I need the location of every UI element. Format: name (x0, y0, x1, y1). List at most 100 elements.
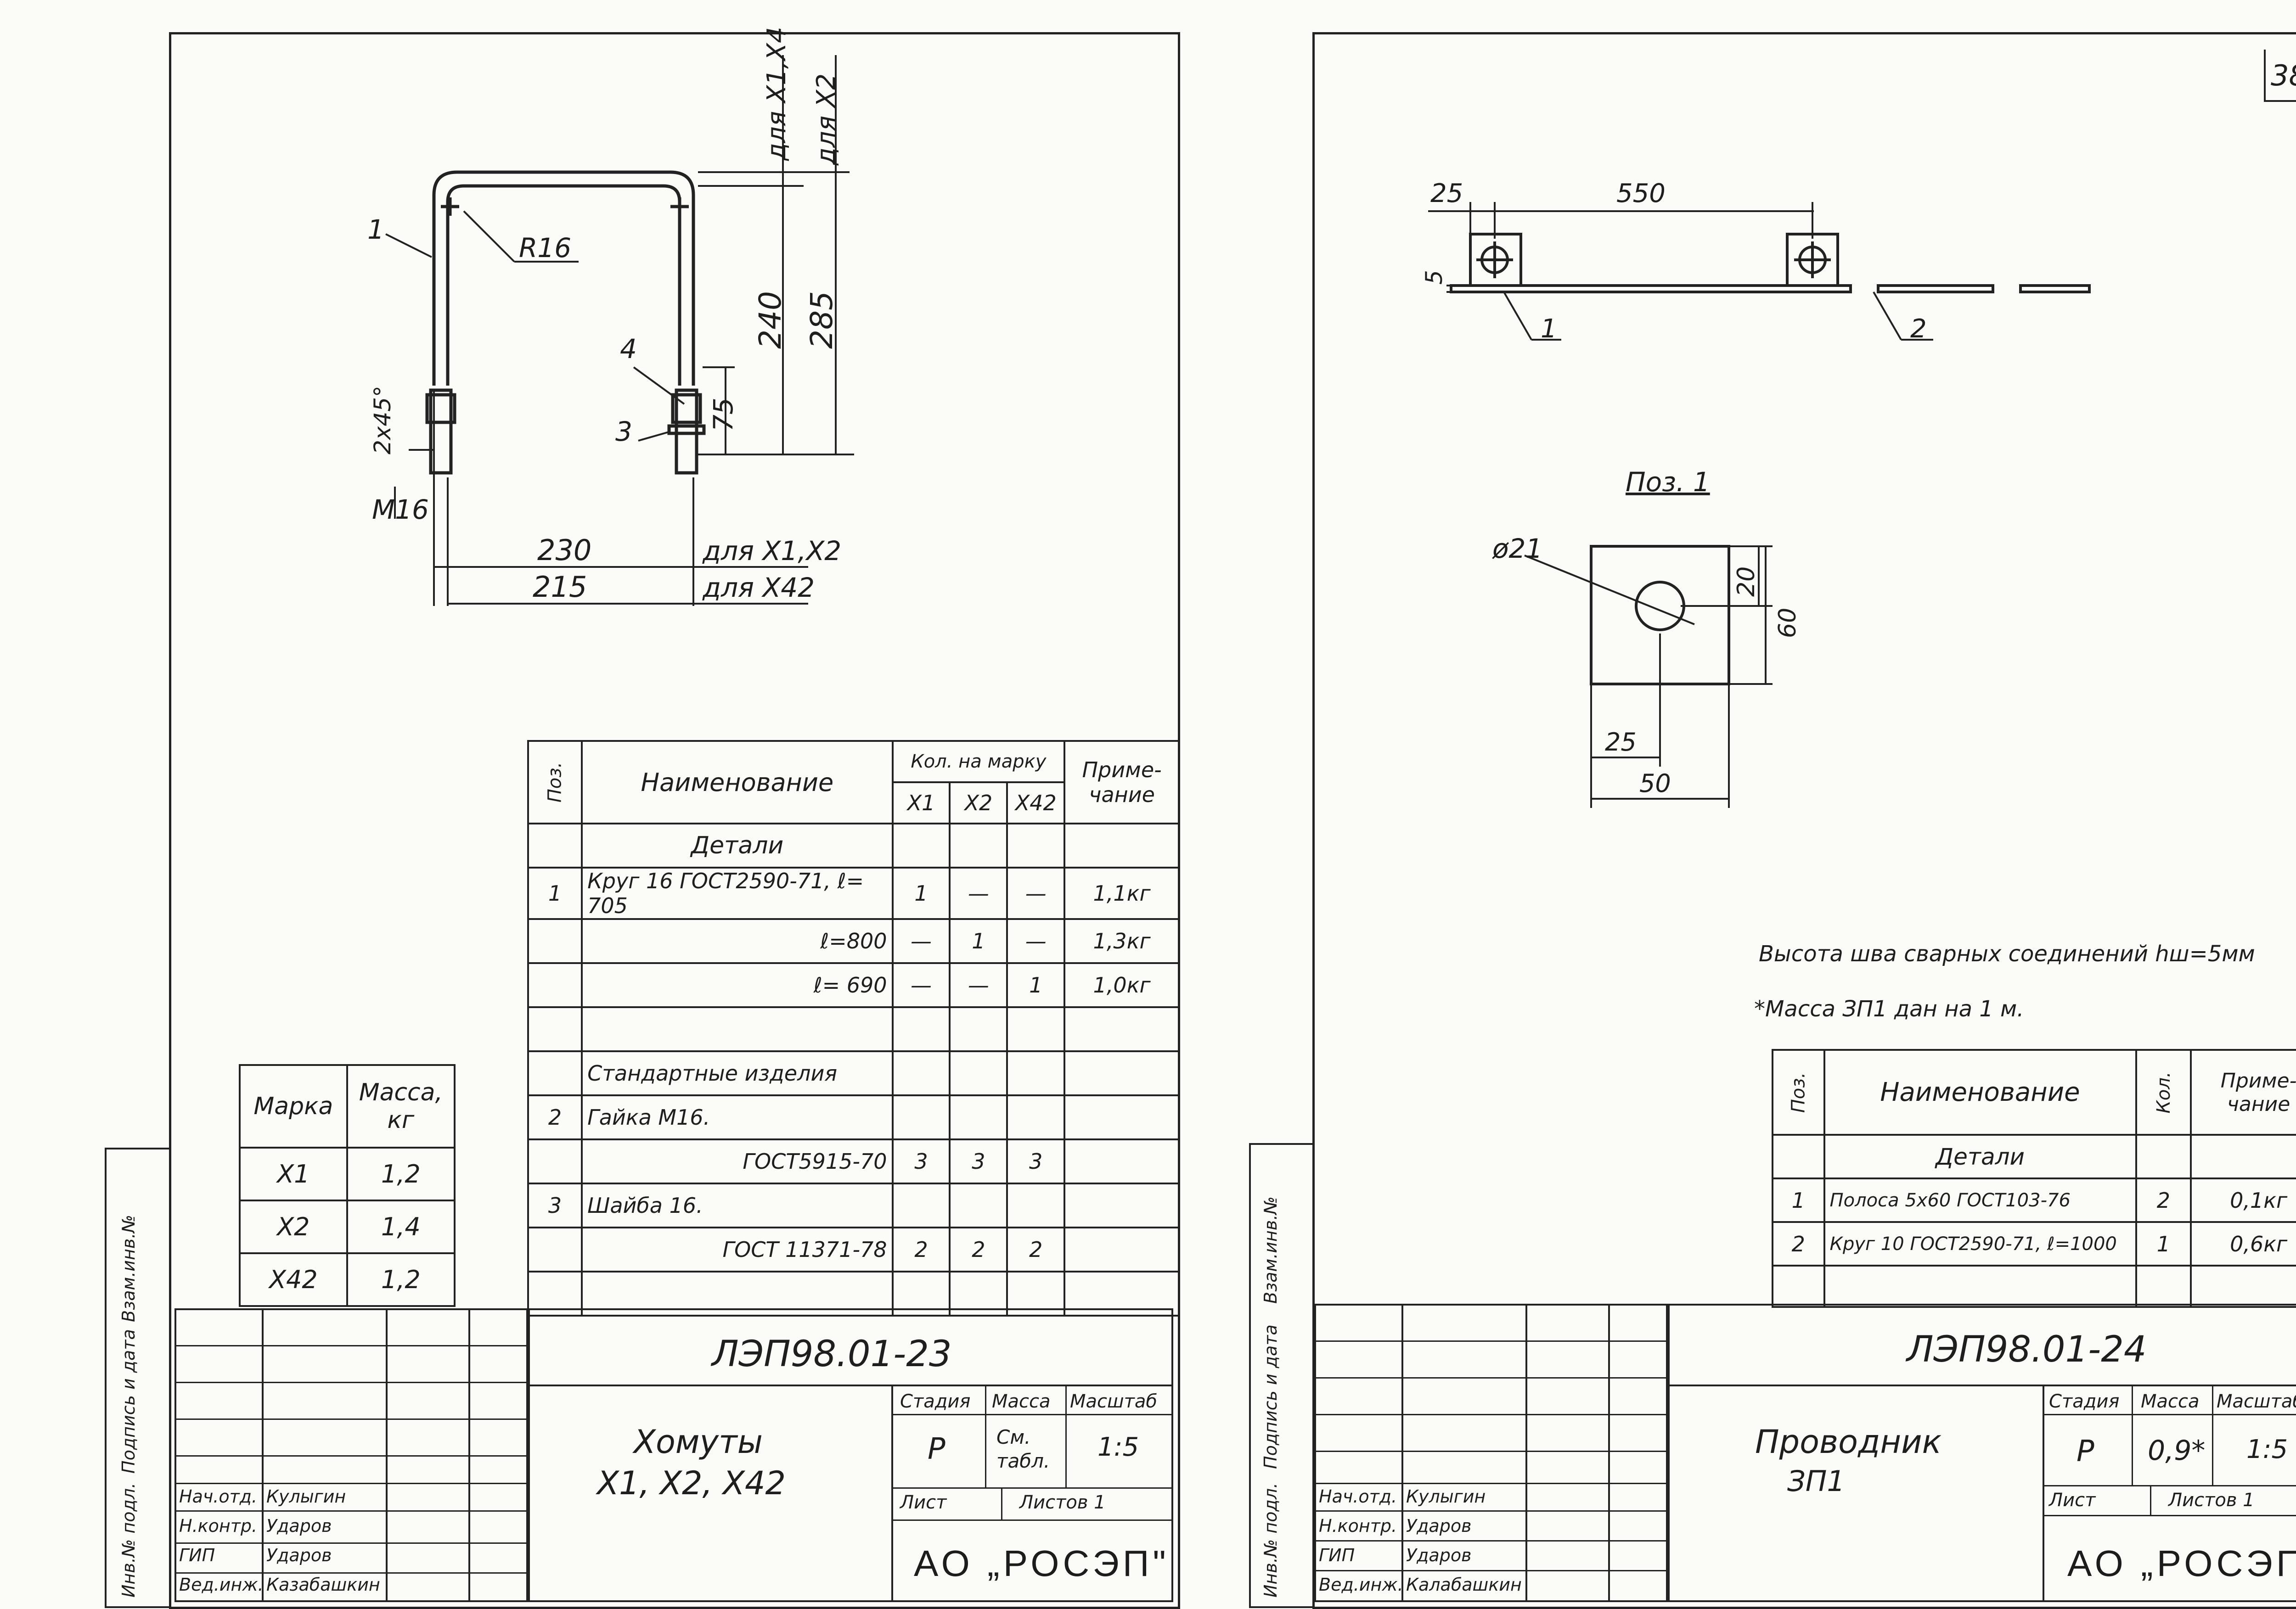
left-stage: Р (928, 1432, 945, 1466)
mass-value: 1,2 (346, 1252, 456, 1307)
row-name: Круг 16 ГОСТ2590-71, ℓ= 705 (581, 867, 894, 920)
u-bolt-inner (446, 184, 681, 386)
rod-segment-3 (2019, 284, 2091, 293)
row-x42: 1 (1006, 962, 1066, 1008)
lst-h-x1: Х1 (891, 781, 951, 824)
row-note (1064, 1094, 1180, 1140)
row-x1: — (891, 918, 951, 964)
staff-name: Ударов (266, 1545, 332, 1565)
nut-left (425, 393, 456, 424)
table-row: Стандартные изделия (527, 1050, 1180, 1096)
left-doc-code: ЛЭП98.01-23 (712, 1334, 952, 1375)
row-x1 (891, 1183, 951, 1228)
mass-h-mass: Масса, кг (346, 1064, 456, 1149)
row-name: ℓ= 690 (581, 962, 894, 1008)
staff-role: Н.контр. (179, 1516, 258, 1536)
staff-name: Кулыгин (266, 1486, 346, 1507)
row-x2 (949, 1183, 1008, 1228)
left-sheets-h: Листов 1 (1019, 1492, 1106, 1513)
row-note: 1,3кг (1064, 918, 1180, 964)
lst-h-name: Наименование (581, 740, 894, 824)
right-scale-h: Масштаб (2217, 1391, 2296, 1412)
right-spec-table: Поз. Наименование Кол. Приме-чание Детал… (1772, 1049, 2296, 1308)
top-pos1: 1 (1541, 314, 1557, 344)
top-dim-550: 550 (1616, 179, 1666, 208)
mass-mark: Х1 (239, 1147, 348, 1201)
row-note (1064, 1183, 1180, 1228)
dim-285: 285 (804, 291, 839, 349)
left-firm: АО „РОСЭП" (914, 1543, 1170, 1584)
staff-row: Нач.отд.Кулыгин (174, 1483, 528, 1512)
row-x42: 3 (1006, 1138, 1066, 1184)
row-x2: — (949, 962, 1008, 1008)
right-stage: Р (2077, 1435, 2094, 1469)
rst-h-qty: Кол. (2135, 1049, 2192, 1136)
row-name (581, 1006, 894, 1052)
left-stage-h: Стадия (900, 1391, 971, 1412)
row-x1: — (891, 962, 951, 1008)
left-scale-h: Масштаб (1070, 1391, 1158, 1412)
mass-mark: Х42 (239, 1252, 348, 1307)
row-name: Гайка М16. (581, 1094, 894, 1140)
rst-h-note: Приме-чание (2190, 1049, 2296, 1136)
nut-right (671, 393, 702, 424)
staff-role: Вед.инж. (179, 1575, 264, 1595)
row-x2 (949, 1050, 1008, 1096)
row-x42 (1006, 1050, 1066, 1096)
right-name-line2: ЗП1 (1787, 1464, 1845, 1498)
rst-h-pos: Поз. (1772, 1049, 1825, 1136)
mass-value: 1,4 (346, 1200, 456, 1254)
row-name: Шайба 16. (581, 1183, 894, 1228)
row-note (1064, 1138, 1180, 1184)
staff-row: Вед.инж.Калабашкин (1314, 1571, 1668, 1600)
left-margin-column (105, 1148, 171, 1608)
dim-75: 75 (708, 398, 739, 432)
staff-role: ГИП (1319, 1545, 1355, 1565)
right-doc-code: ЛЭП98.01-24 (1907, 1329, 2147, 1370)
row-pos (527, 1138, 583, 1184)
left-sheet-h: Лист (900, 1492, 947, 1513)
row-x1: 1 (891, 867, 951, 920)
label-for-x1-x42: для Х1,Х42 (762, 28, 792, 161)
thread-right (675, 388, 698, 475)
row-note (1064, 1050, 1180, 1096)
pos1-dim-20: 20 (1733, 566, 1760, 597)
right-margin-column (1249, 1143, 1314, 1608)
right-sheet-frame (1312, 32, 2296, 1609)
conductor-drawing: 25 550 5 1 2 (1421, 179, 2091, 344)
row-pos: 3 (527, 1183, 583, 1228)
top-dim-5: 5 (1421, 270, 1447, 285)
pos1-dim-25: 25 (1605, 728, 1637, 757)
label-for-x1-x2: для Х1,Х2 (702, 535, 841, 566)
staff-row: Вед.инж.Казабашкин (174, 1571, 528, 1600)
row-x2: 3 (949, 1138, 1008, 1184)
pos1-dim-50: 50 (1639, 769, 1671, 798)
staff-name: Ударов (1406, 1545, 1472, 1565)
pos1-title: Поз. 1 (1626, 466, 1710, 498)
staff-row: Нач.отд.Кулыгин (1314, 1483, 1668, 1512)
row-x1 (891, 1094, 951, 1140)
row-name: ГОСТ5915-70 (581, 1138, 894, 1184)
row-qty: 1 (2135, 1221, 2192, 1267)
mass-value: 1,2 (346, 1147, 456, 1201)
page-number-box (2264, 50, 2296, 102)
lst-details: Детали (581, 823, 894, 869)
row-name: Полоса 5х60 ГОСТ103-76 (1823, 1177, 2137, 1223)
row-name: Стандартные изделия (581, 1050, 894, 1096)
pos1-dim-60: 60 (1774, 608, 1801, 638)
right-sheet-h: Лист (2049, 1490, 2096, 1511)
left-name-line1: Хомуты (634, 1423, 763, 1461)
row-name: Круг 10 ГОСТ2590-71, ℓ=1000 (1823, 1221, 2137, 1267)
row-pos (527, 918, 583, 964)
row-pos: 2 (1772, 1221, 1825, 1267)
label-chamfer: 2х45° (369, 386, 396, 454)
rod-segment-2 (1877, 284, 1994, 293)
lst-h-x42: Х42 (1006, 781, 1066, 824)
